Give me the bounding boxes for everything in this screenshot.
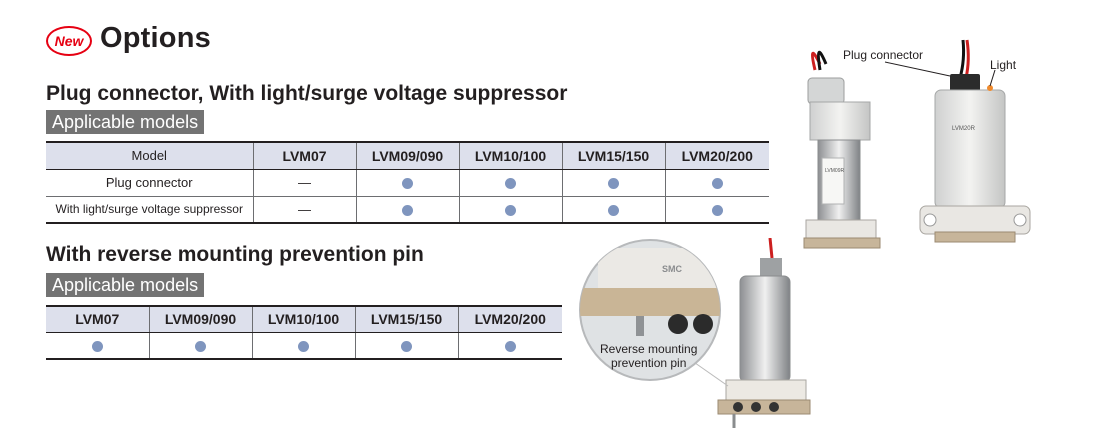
table-header-lvm07: LVM07 bbox=[46, 305, 150, 333]
table-header-lvm15: LVM15/150 bbox=[562, 141, 666, 170]
available-dot-icon bbox=[505, 204, 516, 216]
prevention-pin-callout: Reverse mounting prevention pin bbox=[600, 342, 697, 370]
page-title: Options bbox=[100, 22, 211, 54]
cell-availability bbox=[355, 332, 459, 360]
left-valve-label bbox=[821, 157, 845, 205]
plug-connector-leader bbox=[884, 61, 951, 77]
plug-connector-table: Model LVM07 LVM09/090 LVM10/100 LVM15/15… bbox=[46, 141, 769, 224]
available-dot-icon bbox=[402, 204, 413, 216]
cell-availability bbox=[356, 196, 460, 224]
table-header-lvm07: LVM07 bbox=[253, 141, 357, 170]
light-callout: Light bbox=[990, 58, 1017, 72]
left-valve-marking: LVM09R bbox=[825, 168, 844, 174]
indicator-light-icon bbox=[987, 85, 993, 91]
table-row bbox=[46, 332, 562, 360]
cell-availability bbox=[356, 169, 460, 197]
cell-availability bbox=[562, 169, 666, 197]
available-dot-icon bbox=[608, 204, 619, 216]
applicable-models-tag: Applicable models bbox=[46, 110, 205, 134]
section-title-prevention-pin: With reverse mounting prevention pin bbox=[46, 243, 424, 266]
cell-availability: — bbox=[253, 169, 357, 197]
cell-availability bbox=[665, 196, 769, 224]
applicable-models-tag: Applicable models bbox=[46, 273, 205, 297]
available-dot-icon bbox=[711, 204, 723, 216]
section-title-plug-connector: Plug connector, With light/surge voltage… bbox=[46, 82, 568, 105]
not-available-dash: — bbox=[298, 175, 311, 190]
table-header-lvm20: LVM20/200 bbox=[665, 141, 769, 170]
plug-connector-illustration: LVM09R LVM20R bbox=[803, 39, 1031, 249]
row-label-light-surge: With light/surge voltage suppressor bbox=[46, 196, 254, 224]
light-leader bbox=[989, 69, 996, 87]
table-header-lvm20: LVM20/200 bbox=[458, 305, 562, 333]
available-dot-icon bbox=[711, 178, 723, 190]
cell-availability bbox=[665, 169, 769, 197]
cell-availability bbox=[252, 332, 356, 360]
table-row: With light/surge voltage suppressor — bbox=[46, 196, 769, 224]
table-row: Plug connector — bbox=[46, 169, 769, 197]
cell-availability bbox=[46, 332, 150, 360]
prevention-pin-illustration: SMC bbox=[579, 238, 811, 428]
cell-availability bbox=[458, 332, 562, 360]
right-valve-marking: LVM20R bbox=[952, 126, 976, 132]
cell-availability bbox=[562, 196, 666, 224]
available-dot-icon bbox=[91, 340, 103, 352]
prevention-pin-callout-line2: prevention pin bbox=[611, 356, 687, 370]
plug-connector-callout: Plug connector bbox=[843, 48, 924, 62]
available-dot-icon bbox=[195, 340, 206, 352]
cell-availability bbox=[149, 332, 253, 360]
table-header-lvm09: LVM09/090 bbox=[149, 305, 253, 333]
smc-logo: SMC bbox=[662, 264, 683, 274]
available-dot-icon bbox=[401, 340, 412, 352]
row-label-plug-connector: Plug connector bbox=[46, 169, 254, 197]
cell-availability bbox=[459, 196, 563, 224]
available-dot-icon bbox=[504, 340, 516, 352]
available-dot-icon bbox=[505, 178, 516, 190]
new-badge: New bbox=[46, 26, 92, 56]
available-dot-icon bbox=[402, 178, 413, 190]
available-dot-icon bbox=[298, 340, 309, 352]
prevention-pin-callout-line1: Reverse mounting bbox=[600, 342, 698, 356]
not-available-dash: — bbox=[298, 201, 311, 217]
table-header-lvm10: LVM10/100 bbox=[459, 141, 563, 170]
cell-availability bbox=[459, 169, 563, 197]
available-dot-icon bbox=[608, 178, 619, 190]
prevention-pin-table: LVM07 LVM09/090 LVM10/100 LVM15/150 LVM2… bbox=[46, 305, 562, 360]
cell-availability: — bbox=[253, 196, 357, 224]
table-header-model: Model bbox=[46, 141, 254, 170]
table-header-lvm09: LVM09/090 bbox=[356, 141, 460, 170]
left-plug-connector bbox=[807, 77, 845, 105]
table-header-lvm10: LVM10/100 bbox=[252, 305, 356, 333]
table-header-lvm15: LVM15/150 bbox=[355, 305, 459, 333]
